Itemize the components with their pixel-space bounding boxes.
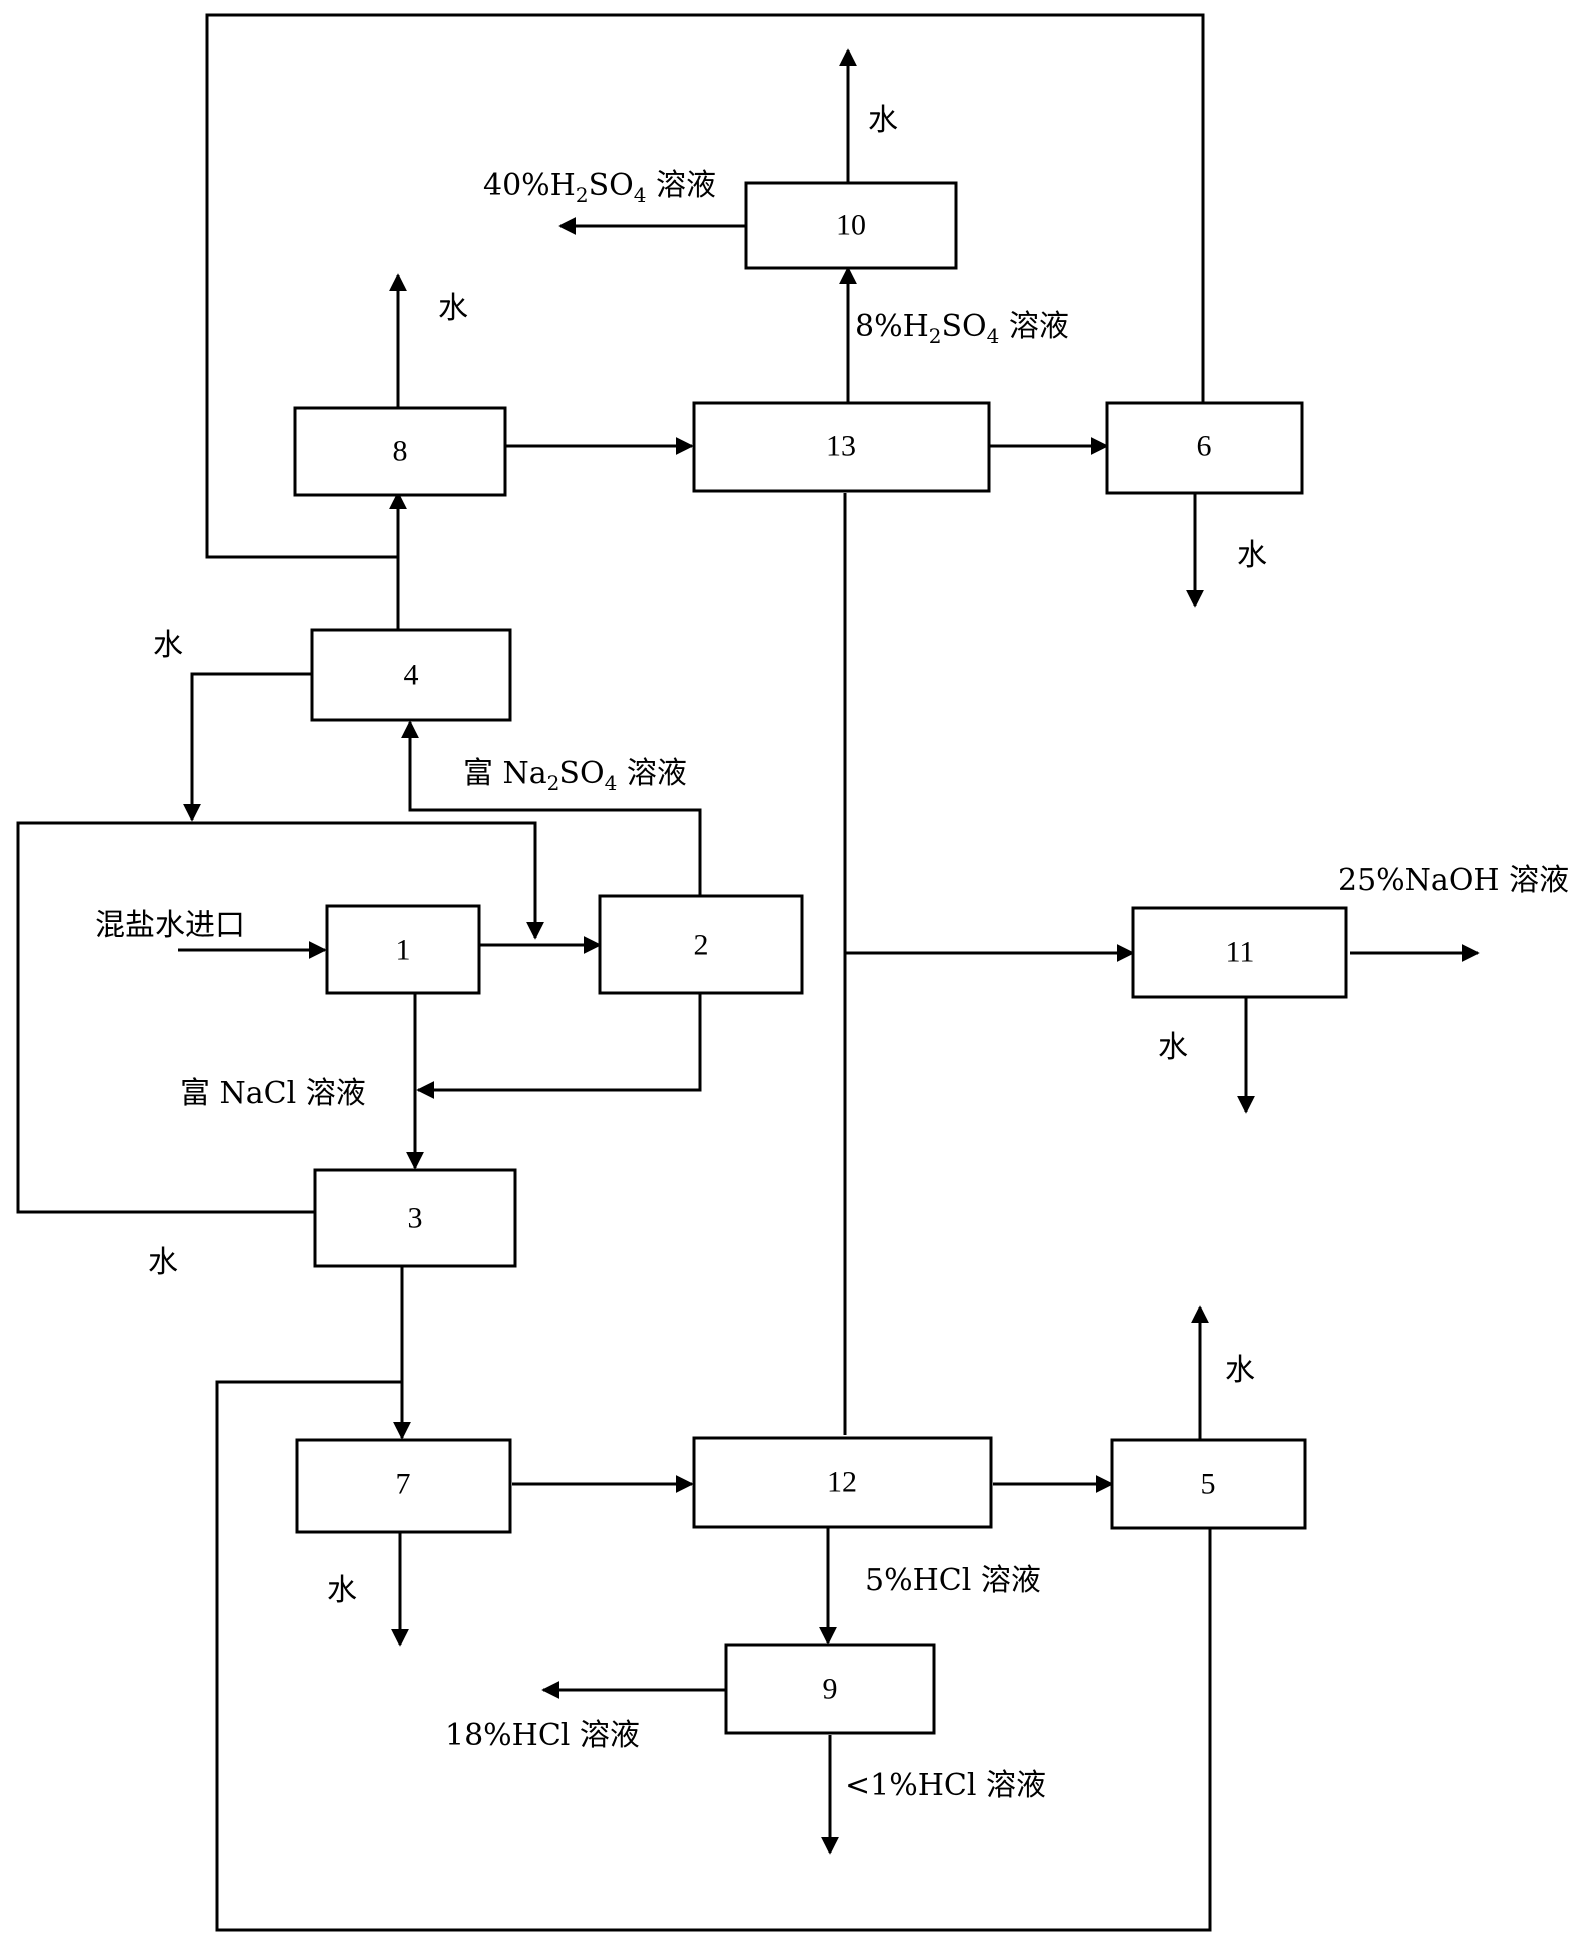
unit-6-label: 6 [1197,430,1212,463]
unit-5-label: 5 [1201,1468,1216,1501]
unit-3: 3 [313,1168,517,1268]
unit-12: 12 [692,1436,993,1529]
hcl-lt1-label: <1%HCl 溶液 [845,1768,1046,1803]
unit-11-label: 11 [1226,936,1255,969]
unit-13: 13 [692,401,991,493]
water-label-unit7: 水 [327,1573,357,1608]
unit3-water-recycle-line [16,821,544,1214]
unit2-to-unit4-arrow [401,720,702,896]
unit-8: 8 [293,406,507,497]
unit-5: 5 [1110,1438,1307,1530]
water-label-unit3: 水 [148,1245,178,1280]
rich-na2so4-label: 富 Na2SO4 溶液 [463,756,687,795]
water-label-unit6: 水 [1237,538,1267,573]
unit-11: 11 [1131,906,1348,999]
water-label-unit8: 水 [438,291,468,326]
hcl-18-label: 18%HCl 溶液 [445,1718,640,1753]
unit4-water-line [183,672,312,822]
unit-1-label: 1 [396,934,411,967]
unit-6: 6 [1105,401,1304,495]
unit-8-label: 8 [393,435,408,468]
bottom-recycle-loop-line [215,1380,1212,1932]
hcl-5-label: 5%HCl 溶液 [865,1563,1041,1598]
naoh-25-label: 25%NaOH 溶液 [1338,863,1569,898]
water-label-unit10: 水 [868,103,898,138]
unit-7-label: 7 [396,1468,411,1501]
unit-1: 1 [325,904,481,995]
unit-10-label: 10 [836,209,866,242]
unit-12-label: 12 [827,1466,857,1499]
rich-nacl-label: 富 NaCl 溶液 [180,1076,366,1111]
unit-13-label: 13 [826,430,856,463]
inlet-label: 混盐水进口 [95,908,245,943]
unit-10: 10 [744,181,958,270]
unit-7: 7 [295,1438,512,1534]
top-recycle-loop-line [205,13,1205,559]
unit-9: 9 [724,1643,936,1735]
h2so4-40-label: 40%H2SO4 溶液 [483,168,716,207]
unit-2: 2 [598,894,804,995]
unit-4-label: 4 [404,659,419,692]
unit-3-label: 3 [408,1202,423,1235]
unit-2-label: 2 [694,929,709,962]
h2so4-8-label: 8%H2SO4 溶液 [855,309,1069,348]
unit2-to-nacl-line [416,993,702,1099]
water-label-unit5: 水 [1225,1353,1255,1388]
unit-4: 4 [310,628,512,722]
unit-9-label: 9 [823,1673,838,1706]
water-label-unit11: 水 [1158,1030,1188,1065]
water-label-unit4: 水 [153,628,183,663]
